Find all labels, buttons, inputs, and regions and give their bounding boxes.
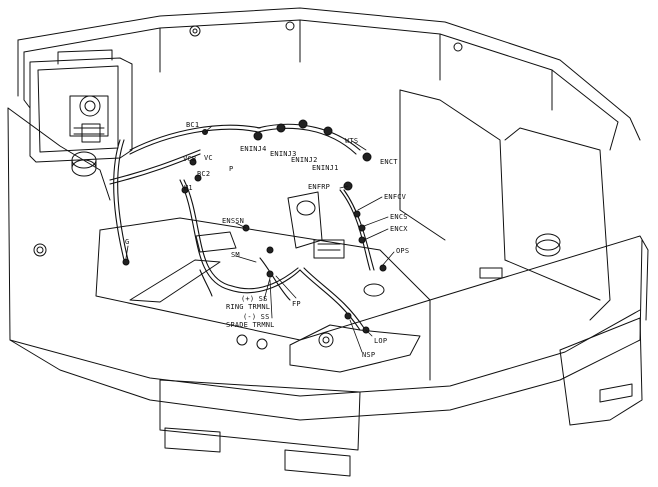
label-enssn: ENSSN [222,217,245,225]
label-ops: OPS [396,247,410,255]
label-wts: WTS [345,137,359,145]
label-enct: ENCT [380,158,398,166]
front-body [7,107,649,421]
right-wall [399,89,619,321]
label-lop: LOP [374,337,388,345]
label-eninj1: ENINJ1 [312,164,339,172]
label-bc2: BC2 [197,170,211,178]
floor-pan [95,217,431,373]
label-g: G [125,238,130,246]
left-cylinder [71,151,97,177]
label-vc: VC [204,154,213,162]
label-enfcv: ENFCV [384,193,407,201]
wiring-harness [109,123,375,331]
label-ring-trmnl: RING TRMNL [226,303,271,311]
label-nsp: NSP [362,351,376,359]
control-box [29,49,133,163]
label-sm: SM [231,251,240,259]
label-spade-trmnl: SPADE TRMNL [226,321,275,329]
label-eninj2: ENINJ2 [291,156,318,164]
filter-assembly [287,191,385,297]
label-vcb: VCB [183,155,197,163]
label-encx: ENCX [390,225,408,233]
label-bc1: BC1 [186,121,200,129]
label-encs: ENCS [390,213,408,221]
label-pos-ss: (+) SS [241,295,268,303]
back-wall [17,7,641,141]
label-fp: FP [292,300,301,308]
label-p: P [229,165,234,173]
leader-lines [125,125,395,353]
label-neg-ss: (-) SS [243,313,270,321]
label-eninj4: ENINJ4 [240,145,267,153]
label-h1: H1 [184,184,193,192]
label-enfrp: ENFRP [308,183,331,191]
label-eninj3: ENINJ3 [270,150,297,158]
bottom-panel [159,317,643,477]
